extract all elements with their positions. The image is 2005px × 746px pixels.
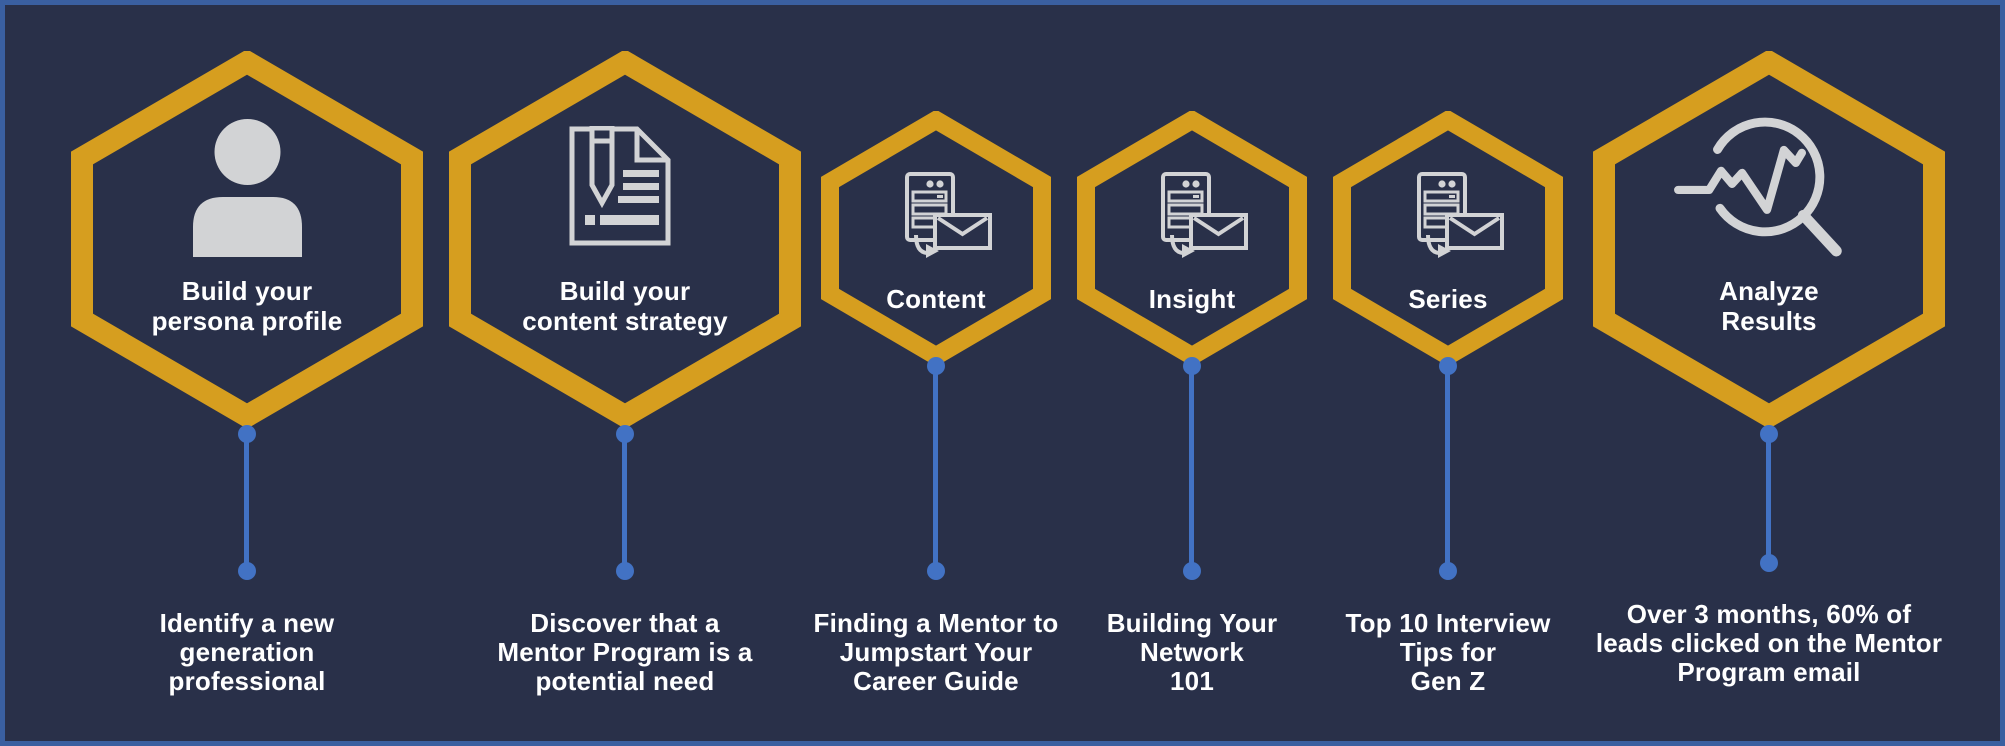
analyze-results-icon xyxy=(1674,117,1842,257)
connector-line xyxy=(933,366,938,571)
hexagon-persona xyxy=(71,51,423,427)
connector-dot-top xyxy=(238,425,256,443)
caption-persona: Identify a new generation professional xyxy=(159,608,335,696)
connector-dot-bottom xyxy=(927,562,945,580)
connector-line xyxy=(1189,366,1194,571)
hexagon-series xyxy=(1333,111,1563,365)
caption-analyze: Over 3 months, 60% of leads clicked on t… xyxy=(1595,599,1943,687)
connector-dot-bottom xyxy=(616,562,634,580)
person-icon xyxy=(193,119,302,257)
connector-line xyxy=(244,434,249,571)
connector-dot-top xyxy=(1760,425,1778,443)
email-server-icon xyxy=(1417,172,1504,258)
hexagon-label-persona: Build your persona profile xyxy=(151,276,343,336)
email-server-icon xyxy=(1161,172,1248,258)
document-pencil-icon xyxy=(569,126,671,246)
hexagon-label-analyze: Analyze Results xyxy=(1719,276,1819,336)
connector-dot-bottom xyxy=(1183,562,1201,580)
connector-dot-bottom xyxy=(1760,554,1778,572)
connector-dot-top xyxy=(616,425,634,443)
connector-line xyxy=(1445,366,1450,571)
hexagon-label-insight: Insight xyxy=(1148,284,1236,314)
connector-line xyxy=(622,434,627,571)
hexagon-insight xyxy=(1077,111,1307,365)
caption-strategy: Discover that a Mentor Program is a pote… xyxy=(497,608,753,696)
connector-dot-top xyxy=(927,357,945,375)
connector-dot-bottom xyxy=(1439,562,1457,580)
hexagon-label-series: Series xyxy=(1408,284,1488,314)
connector-dot-top xyxy=(1439,357,1457,375)
hexagon-label-content: Content xyxy=(886,284,986,314)
caption-insight: Building Your Network 101 xyxy=(1106,608,1278,696)
hexagon-strategy xyxy=(449,51,801,427)
caption-content: Finding a Mentor to Jumpstart Your Caree… xyxy=(813,608,1059,696)
connector-dot-top xyxy=(1183,357,1201,375)
email-server-icon xyxy=(905,172,992,258)
connector-line xyxy=(1766,434,1771,563)
hexagon-content xyxy=(821,111,1051,365)
hexagon-label-strategy: Build your content strategy xyxy=(522,276,728,336)
hexagon-analyze xyxy=(1593,51,1945,427)
connector-dot-bottom xyxy=(238,562,256,580)
caption-series: Top 10 Interview Tips for Gen Z xyxy=(1345,608,1551,696)
